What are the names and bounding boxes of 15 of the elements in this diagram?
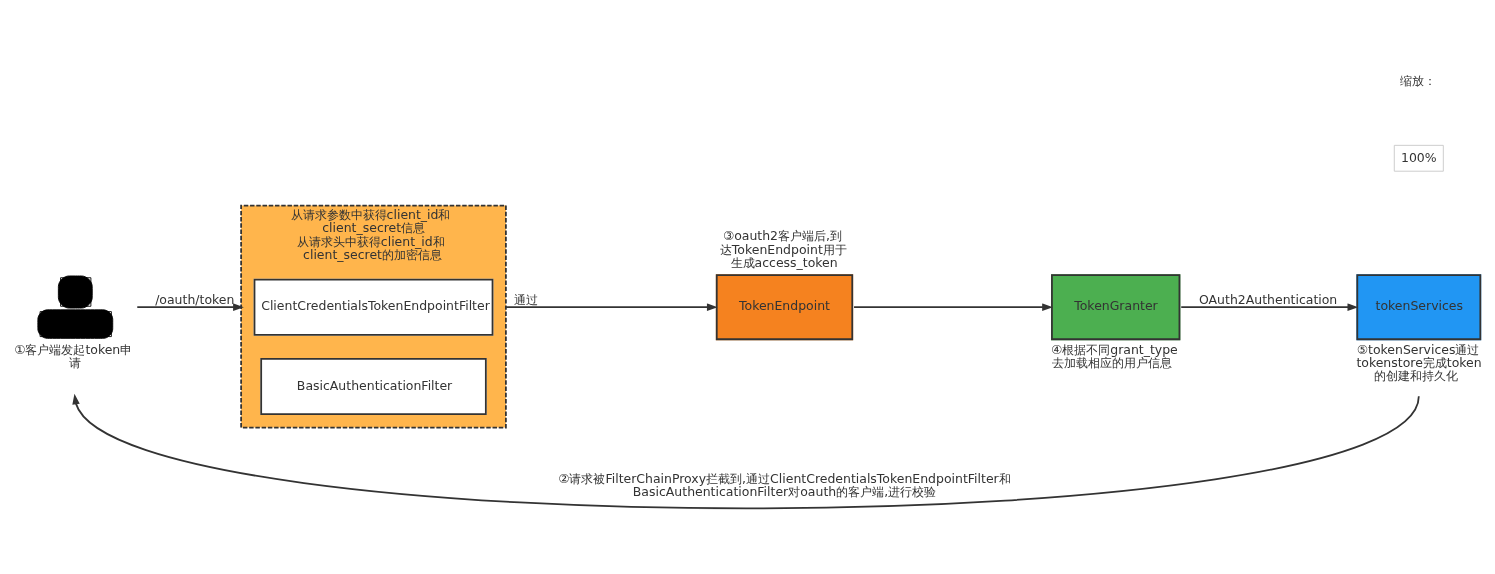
- arrow: [1180, 303, 1359, 311]
- label: 100%: [1400, 150, 1437, 166]
- node-label: ⑤tokenServices通过tokenstore完成token的创建和持久化: [1356, 341, 1482, 384]
- edge-label: ②请求被FilterChainProxy拦截到,通过ClientCredentialsTokenEndpointFilter和BasicAuthenticationFilter对oauth的客户端,进行校验: [558, 470, 1011, 500]
- edge-label: OAuth2Authentication: [1199, 291, 1338, 307]
- edge-label: /oauth/token: [155, 291, 235, 307]
- label: 缩放：: [1399, 72, 1436, 88]
- node-label: ①客户端发起token申请: [14, 341, 133, 371]
- arrow: [853, 303, 1053, 311]
- arrow: [72, 393, 1420, 510]
- edge-label: 通过: [513, 291, 538, 307]
- arrow: [505, 303, 718, 311]
- arrow: [136, 303, 244, 311]
- node-label: ③oauth2客户端后,到达TokenEndpoint用于生成access_token: [719, 228, 847, 271]
- node-label: ④根据不同grant_type去加载相应的用户信息: [1051, 341, 1178, 371]
